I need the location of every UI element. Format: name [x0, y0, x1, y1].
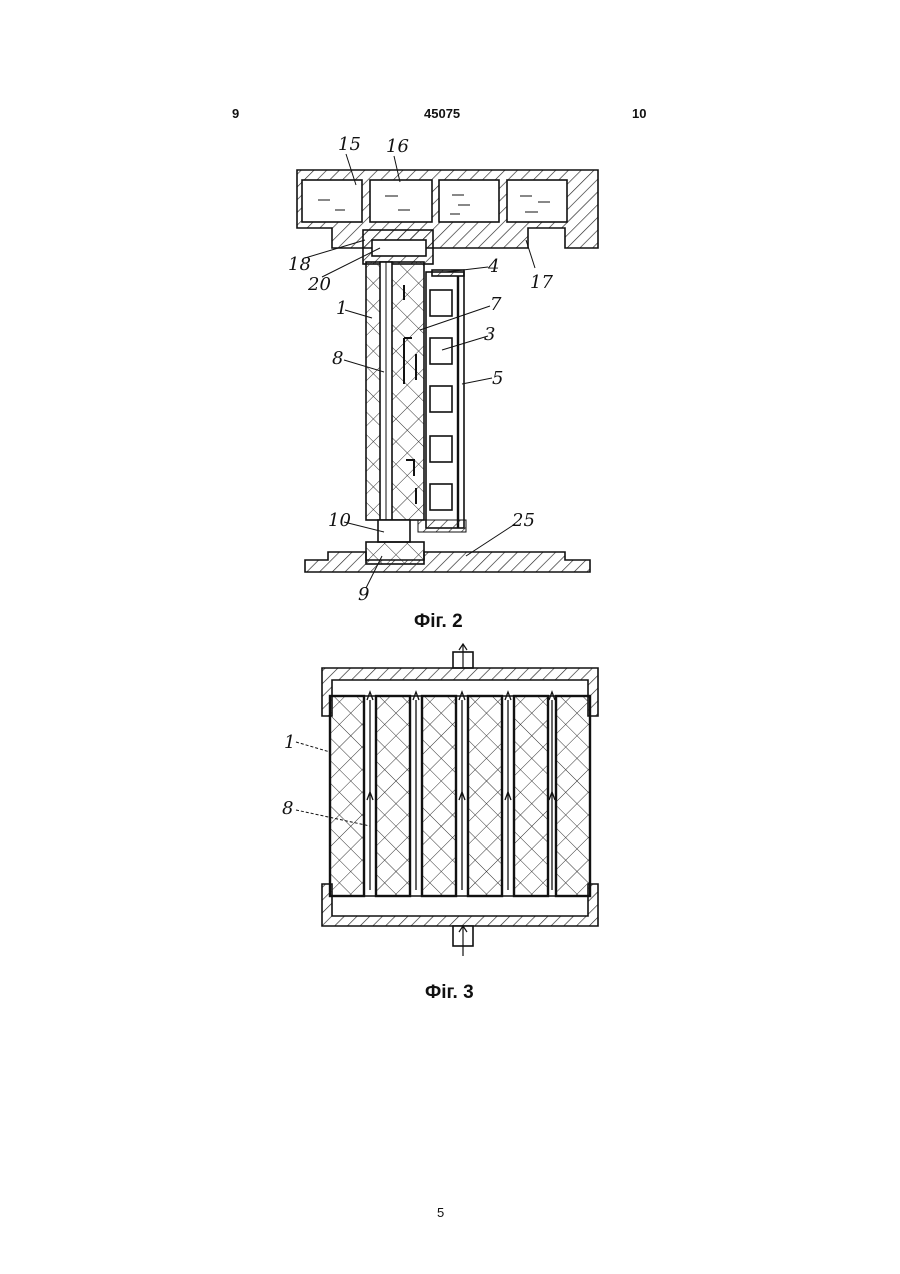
cell-2: [430, 338, 452, 364]
fig2-label-18: 18: [288, 254, 311, 275]
block-1: [330, 696, 364, 896]
block-5: [514, 696, 548, 896]
fig2-label-5: 5: [492, 368, 503, 389]
figure-3: [296, 644, 598, 956]
fig2-label-17: 17: [530, 272, 553, 293]
fig2-label-25: 25: [511, 510, 535, 531]
footer-page-number: 5: [437, 1205, 444, 1220]
fig2-label-3: 3: [484, 324, 495, 345]
container-c: [439, 180, 499, 222]
fig2-label-20: 20: [307, 274, 331, 295]
fig2-label-8: 8: [332, 348, 343, 369]
block-3: [422, 696, 456, 896]
cell-3: [430, 386, 452, 412]
box-10: [378, 520, 410, 542]
fig3-label-1: 1: [284, 732, 295, 753]
block-6: [556, 696, 590, 896]
fig2-label-9: 9: [358, 584, 369, 605]
fig2-label-1: 1: [336, 298, 347, 319]
fig3-label-8: 8: [282, 798, 293, 819]
cell-5: [430, 484, 452, 510]
fig2-label-10: 10: [328, 510, 351, 531]
container-16: [370, 180, 432, 222]
cell-1: [430, 290, 452, 316]
chamber-20: [372, 240, 426, 256]
cell-4: [430, 436, 452, 462]
fig2-label-15: 15: [338, 134, 361, 155]
figure-2-caption: Фіг. 2: [414, 611, 463, 633]
container-d: [507, 180, 567, 222]
block-4: [468, 696, 502, 896]
fig2-label-7: 7: [490, 294, 502, 315]
fig2-label-4: 4: [487, 256, 499, 277]
insulation-column-1: [366, 262, 424, 520]
figure-3-caption: Фіг. 3: [425, 982, 474, 1004]
block-2: [376, 696, 410, 896]
floor-slab-25: [305, 552, 590, 572]
container-15: [302, 180, 362, 222]
fig2-label-16: 16: [386, 136, 409, 157]
